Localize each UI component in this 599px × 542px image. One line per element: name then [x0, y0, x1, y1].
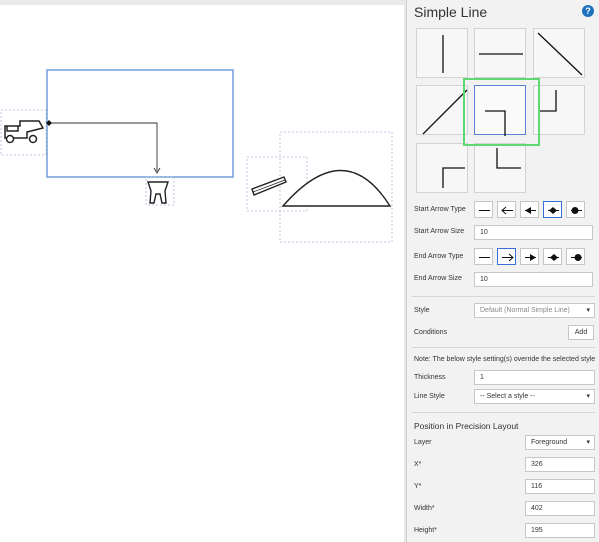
start-arrow-size-label: Start Arrow Size	[414, 228, 465, 235]
divider	[412, 296, 595, 297]
selected-line-type-highlight	[463, 78, 540, 146]
y-label: Y*	[414, 483, 422, 490]
line-style-label: Line Style	[414, 393, 445, 400]
divider	[412, 412, 595, 413]
line-type-vertical[interactable]	[416, 28, 468, 78]
canvas-drawing	[0, 69, 393, 243]
dump-truck-icon[interactable]	[4, 120, 45, 144]
conditions-label: Conditions	[414, 329, 448, 336]
start-arrow-open[interactable]	[497, 201, 516, 218]
circle-arrow-icon	[571, 207, 579, 214]
line-type-elbow-left-up[interactable]	[533, 85, 585, 135]
open-arrow-right-icon	[508, 253, 514, 262]
start-arrow-size-input[interactable]: 10	[474, 225, 593, 240]
divider	[412, 347, 595, 348]
start-arrow-diamond[interactable]	[543, 201, 562, 218]
width-label: Width*	[414, 505, 435, 512]
line-type-elbow-down-right[interactable]	[474, 143, 526, 193]
diagonal-up-icon	[422, 89, 468, 135]
y-input[interactable]: 116	[525, 479, 595, 494]
end-arrow-open[interactable]	[497, 248, 516, 265]
filled-arrow-left-icon	[525, 207, 531, 214]
conveyor-selection-box	[246, 156, 308, 212]
position-section-title: Position in Precision Layout	[414, 421, 519, 431]
line-type-elbow-up-right[interactable]	[416, 143, 468, 193]
layout-canvas[interactable]	[0, 5, 404, 542]
thickness-input[interactable]: 1	[474, 370, 595, 385]
line-type-diagonal-down[interactable]	[533, 28, 585, 78]
width-input[interactable]: 402	[525, 501, 595, 516]
truck-selection-box	[0, 109, 47, 156]
x-input[interactable]: 326	[525, 457, 595, 472]
style-label: Style	[414, 307, 430, 314]
filled-arrow-right-icon	[530, 254, 536, 261]
end-arrow-filled[interactable]	[520, 248, 539, 265]
x-label: X*	[414, 461, 422, 468]
line-type-elbow-right-down[interactable]	[474, 85, 526, 136]
help-icon[interactable]: ?	[582, 5, 594, 17]
end-arrow-size-label: End Arrow Size	[414, 275, 462, 282]
height-label: Height*	[414, 527, 437, 534]
chevron-down-icon: ▾	[586, 393, 590, 400]
line-type-horizontal[interactable]	[474, 28, 526, 78]
diamond-arrow-icon	[46, 120, 52, 126]
layer-select[interactable]: Foreground ▾	[525, 435, 595, 450]
end-arrow-diamond[interactable]	[543, 248, 562, 265]
chevron-down-icon: ▾	[586, 307, 590, 314]
panel-title: Simple Line	[414, 4, 488, 20]
conveyor-icon[interactable]	[251, 176, 287, 196]
elbow-up-right-icon	[442, 167, 465, 188]
add-condition-button[interactable]: Add	[568, 325, 594, 340]
diamond-arrow-icon	[550, 254, 558, 261]
line-style-select[interactable]: -- Select a style -- ▾	[474, 389, 595, 404]
end-arrow-type-label: End Arrow Type	[414, 253, 464, 260]
start-arrow-none[interactable]	[474, 201, 493, 218]
stockpile-icon[interactable]	[281, 170, 392, 207]
layer-select-value: Foreground	[531, 439, 568, 446]
line-style-select-value: -- Select a style --	[480, 393, 535, 400]
simple-line-elbow[interactable]	[46, 120, 161, 174]
start-arrow-type-label: Start Arrow Type	[414, 206, 466, 213]
thickness-label: Thickness	[414, 374, 446, 381]
end-arrow-none[interactable]	[474, 248, 493, 265]
properties-panel: Simple Line ? Start Arrow Type Start Ar	[406, 0, 599, 542]
override-note: Note: The below style setting(s) overrid…	[414, 356, 596, 363]
open-arrow-left-icon	[501, 206, 507, 215]
chevron-down-icon: ▾	[586, 439, 590, 446]
circle-arrow-icon	[574, 254, 582, 261]
line-type-diagonal-up[interactable]	[416, 85, 468, 135]
canvas-rectangle[interactable]	[46, 69, 234, 178]
layer-label: Layer	[414, 439, 432, 446]
height-input[interactable]: 195	[525, 523, 595, 538]
style-select-value: Default (Normal Simple Line)	[480, 307, 570, 314]
style-select[interactable]: Default (Normal Simple Line) ▾	[474, 303, 595, 318]
operator-icon[interactable]	[147, 181, 169, 204]
start-arrow-filled[interactable]	[520, 201, 539, 218]
end-arrow-size-input[interactable]: 10	[474, 272, 593, 287]
elbow-right-down-icon	[485, 110, 506, 136]
open-arrow-icon	[153, 167, 161, 174]
diagonal-down-icon	[537, 32, 583, 76]
stockpile-selection-box	[279, 131, 393, 243]
end-arrow-circle[interactable]	[566, 248, 585, 265]
diamond-arrow-icon	[549, 207, 557, 214]
elbow-left-up-icon	[538, 90, 557, 112]
operator-selection-box	[145, 176, 175, 206]
start-arrow-circle[interactable]	[566, 201, 585, 218]
elbow-down-right-icon	[496, 148, 521, 169]
